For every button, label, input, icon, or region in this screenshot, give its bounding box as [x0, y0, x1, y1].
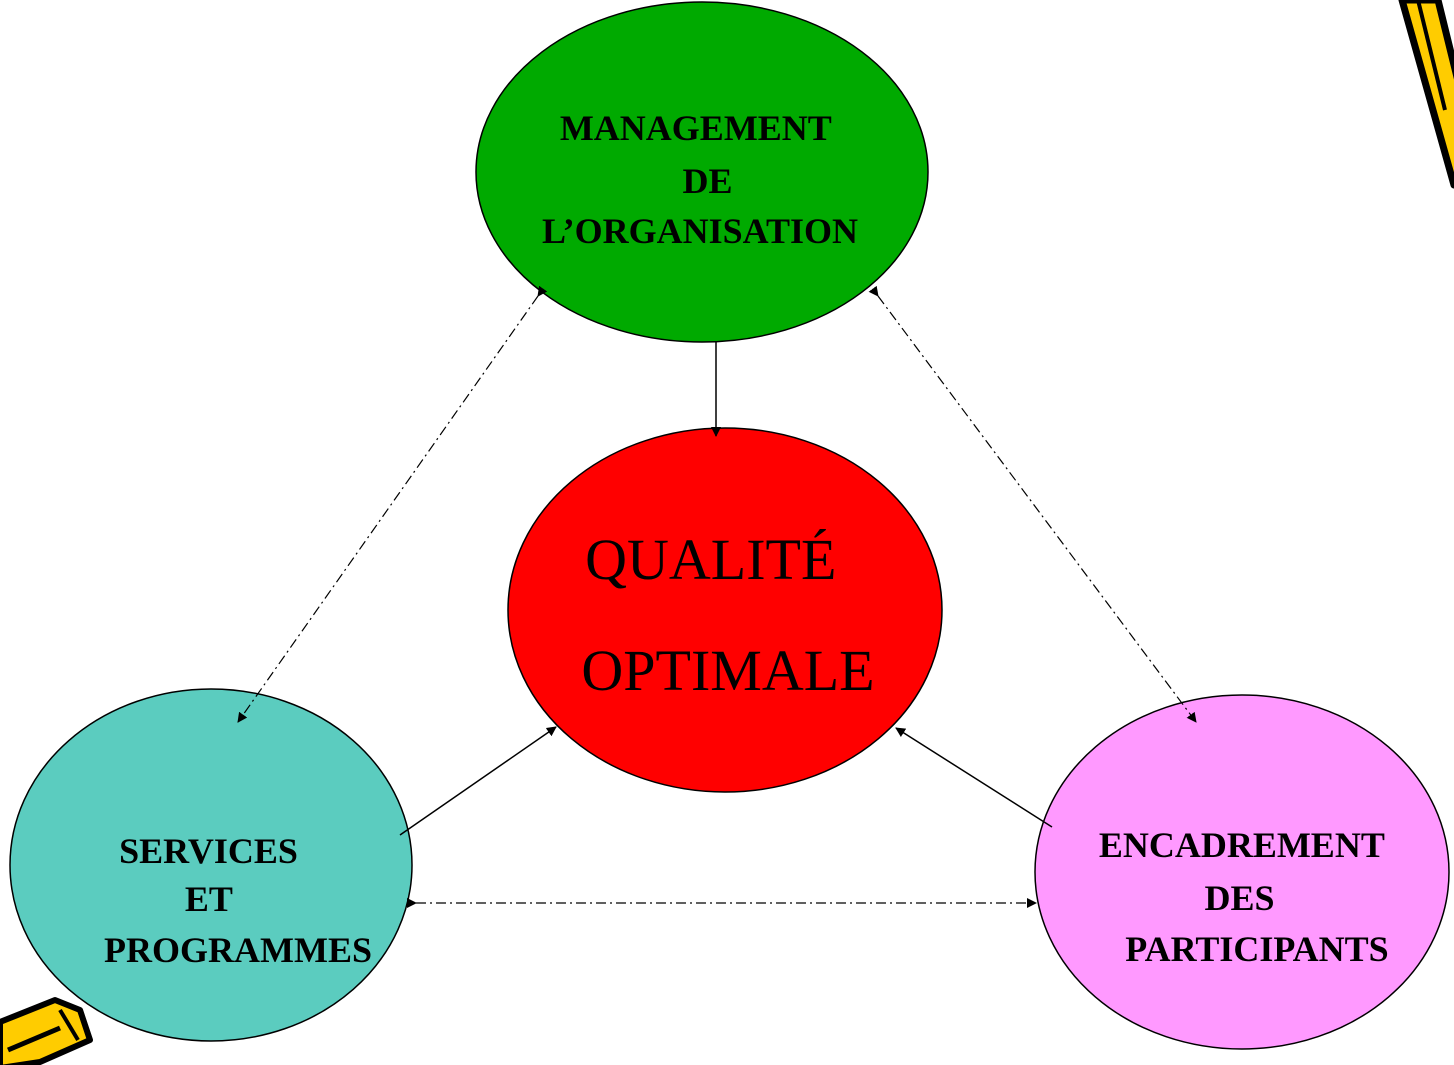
management-label: MANAGEMENT DE L’ORGANISATION	[542, 108, 858, 251]
services-label: SERVICES ET PROGRAMMES	[104, 831, 372, 970]
services-node	[9, 688, 413, 1042]
arrow-encadrement-to-quality	[895, 727, 1053, 828]
label-line: MANAGEMENT	[560, 108, 832, 148]
label-line: L’ORGANISATION	[542, 211, 858, 251]
label-line: OPTIMALE	[581, 638, 874, 703]
quality-label: QUALITÉ OPTIMALE	[581, 527, 874, 703]
label-line: PARTICIPANTS	[1125, 929, 1388, 969]
encadrement-label: ENCADREMENT DES PARTICIPANTS	[1099, 825, 1393, 969]
label-line: QUALITÉ	[585, 527, 836, 592]
connector-management-services	[237, 285, 548, 723]
arrow-services-to-quality	[399, 726, 557, 836]
label-line: PROGRAMMES	[104, 930, 372, 970]
pencil-icon	[0, 997, 93, 1065]
management-node	[475, 1, 929, 343]
label-line: DE	[682, 161, 732, 201]
connector-management-encadrement	[868, 285, 1197, 723]
quality-node	[507, 427, 943, 793]
label-line: ET	[185, 879, 233, 919]
label-line: ENCADREMENT	[1099, 825, 1385, 865]
label-line: DES	[1204, 878, 1274, 918]
label-line: SERVICES	[119, 831, 298, 871]
encadrement-node	[1034, 694, 1450, 1050]
pencil-icon	[1398, 0, 1454, 189]
